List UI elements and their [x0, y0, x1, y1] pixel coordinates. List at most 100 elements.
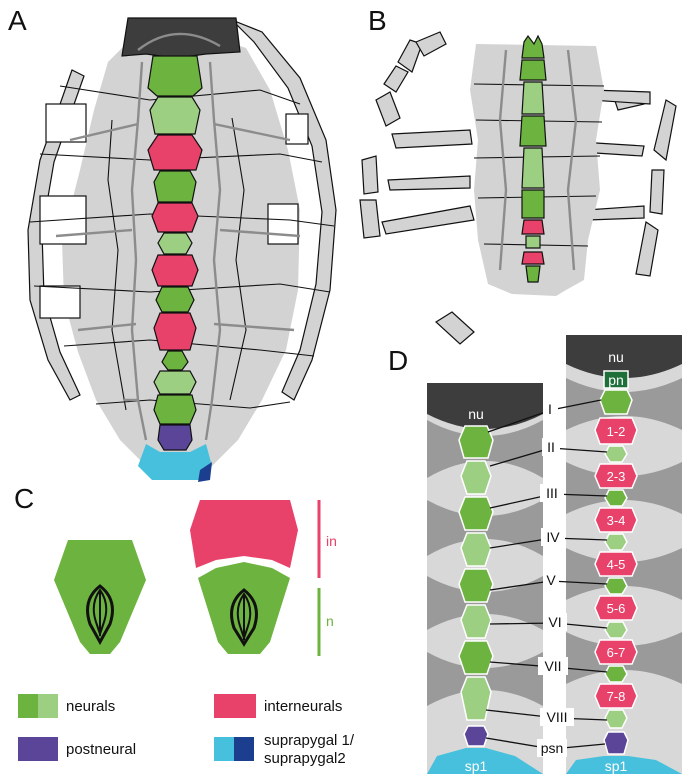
interneural: [153, 312, 197, 351]
interneural-6-7: [594, 639, 638, 665]
panel-a-label: A: [8, 5, 27, 36]
legend-postneural: postneural: [66, 741, 136, 758]
legend-swatch-postneural: [18, 737, 58, 761]
postneural: [463, 725, 489, 747]
vertebral-scute: [427, 576, 543, 630]
neural-4: [604, 533, 628, 551]
neural-IV: [460, 532, 492, 567]
rib-left: [387, 175, 471, 191]
legend-interneurals: interneurals: [264, 698, 342, 715]
interneural-2-3: [594, 463, 638, 489]
preneural-label: pn: [608, 372, 624, 388]
postneural-label: psn: [541, 740, 564, 756]
roman-label-I: I: [548, 401, 552, 417]
scute-sulci: [55, 61, 301, 441]
legend-neurals: neurals: [66, 698, 115, 715]
plate-sulcus: [498, 49, 508, 271]
interneural-4-5: [594, 551, 638, 577]
interneural-5-6: [594, 595, 638, 621]
interneural: [151, 202, 199, 233]
neural-3: [604, 489, 628, 507]
interneural-labels: 1-2 2-3 3-4 4-5 5-6 6-7 7-8: [607, 424, 626, 704]
panel-d-label: D: [388, 345, 408, 376]
neural-abbrev: n: [326, 613, 334, 629]
legend-swatch-suprapygal2: [234, 737, 254, 761]
neural-6: [161, 350, 189, 371]
legend-swatch-suprapygal1: [214, 737, 234, 761]
preneural: [603, 370, 629, 389]
neural-2: [149, 96, 201, 135]
panel-d-right-column: nu pn 1-2 2-3 3-4 4-5 5-6 6-7 7-8 sp1: [566, 335, 682, 774]
plate-sulcus: [566, 49, 578, 271]
legend-swatch-interneurals: [214, 694, 256, 718]
neural-7: [153, 370, 197, 395]
interneural-label: 4-5: [607, 557, 626, 572]
interneural-7-8: [594, 683, 638, 709]
fenestra: [267, 203, 299, 245]
roman-label-V: V: [546, 572, 556, 588]
fenestra: [39, 285, 81, 319]
interneural-3-4: [594, 507, 638, 533]
neural: [521, 34, 545, 59]
rib-left: [391, 129, 473, 149]
neural: [521, 81, 545, 115]
suprapygal-label: sp1: [605, 758, 628, 774]
neural-VI: [460, 604, 492, 639]
suprapygal-label: sp1: [465, 758, 488, 774]
neural-6: [604, 621, 628, 639]
legend-swatch-neurals-dark: [18, 694, 38, 718]
postneural: [157, 424, 193, 451]
neural-8: [153, 394, 197, 425]
neural-spine-outline: [230, 588, 258, 647]
peripheral-fragment: [415, 31, 447, 57]
neural-1: [147, 55, 203, 97]
neural-4: [157, 232, 193, 255]
roman-label-IV: IV: [546, 529, 560, 545]
suprapygal-1: [138, 444, 212, 480]
neural: [525, 235, 541, 249]
interneural-label: 5-6: [607, 601, 626, 616]
postneural: [603, 731, 629, 755]
interneural-label: 7-8: [607, 689, 626, 704]
neural: [521, 189, 545, 219]
interneural: [521, 219, 545, 235]
roman-label-VIII: VIII: [546, 709, 567, 725]
nuchal-bone: [121, 17, 241, 59]
roman-label-II: II: [547, 439, 555, 455]
interneural-label: 2-3: [607, 469, 626, 484]
neural-7: [604, 665, 628, 683]
neural-8: [604, 709, 628, 729]
neural: [519, 59, 547, 81]
neural-2: [604, 445, 628, 463]
neural-III: [458, 496, 494, 531]
neural-VII: [458, 640, 494, 675]
suprapygal-1: [566, 756, 682, 774]
neural-II: [460, 460, 492, 495]
neural-column: [147, 55, 203, 451]
rib-left: [381, 205, 475, 235]
neural: [521, 147, 545, 189]
interneural: [151, 254, 199, 287]
neural-5: [604, 577, 628, 595]
panel-a-carapace: A: [8, 5, 337, 482]
peripheral-fragment: [359, 199, 381, 239]
neural-VIII: [460, 676, 492, 721]
interneural-label: 1-2: [607, 424, 626, 439]
interneural-schematic: [190, 500, 298, 568]
fenestra: [285, 113, 309, 145]
nuchal-label: nu: [608, 349, 624, 365]
legend-suprapygal-line1: suprapygal 1/: [264, 732, 355, 749]
peripheral-fragment: [361, 155, 379, 195]
nuchal-sulcus: [137, 32, 221, 51]
peripheral-fragment: [649, 169, 665, 215]
neural: [519, 115, 547, 147]
interneural: [147, 134, 203, 171]
roman-label-III: III: [546, 485, 558, 501]
suprapygal-1: [427, 748, 543, 774]
neural-1: [599, 389, 633, 415]
roman-label-VII: VII: [544, 658, 561, 674]
neural-5: [155, 286, 195, 313]
nuchal: [427, 383, 543, 429]
peripheral-fragment: [383, 65, 409, 93]
